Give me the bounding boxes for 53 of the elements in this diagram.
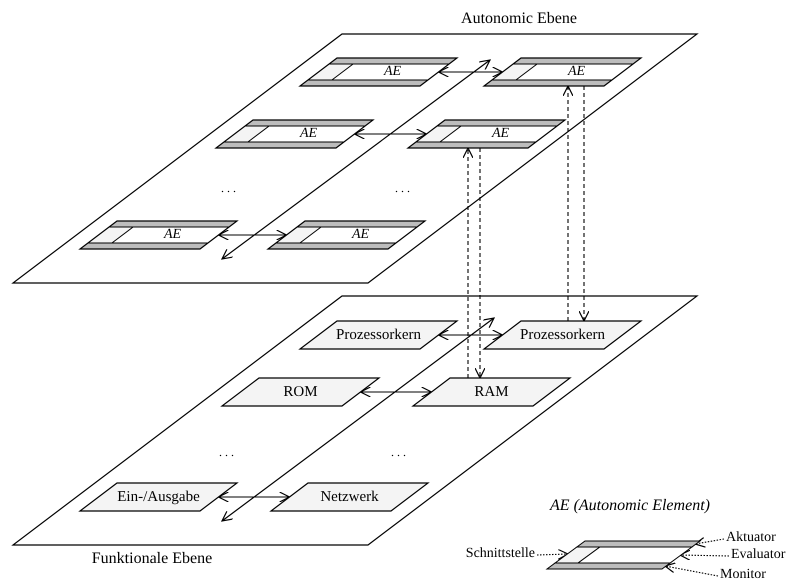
double-arrow [218,491,290,503]
node-label: Prozessorkern [335,327,422,343]
autonomic-element-parallelogram [484,58,641,86]
node-label: AE [298,126,318,142]
autonomic-element-parallelogram [268,221,425,249]
autonomic-element-parallelogram [300,58,457,86]
ellipsis-label: ... [390,444,410,460]
node-label: AE [162,227,182,243]
node-label: Ein-/Ausgabe [116,489,201,505]
autonomic-element-parallelogram [216,120,373,148]
node-label: RAM [473,384,510,400]
double-arrow [354,128,428,140]
dashed-arrow [578,86,590,322]
leader-line [536,548,569,560]
band-region [545,562,672,570]
double-arrow [218,229,288,241]
callout-label: Evaluator [731,547,786,563]
node-label: AE [350,227,370,243]
ellipsis-label: ... [394,180,414,196]
autonomic-element-parallelogram [80,221,237,249]
callout-label: Schnittstelle [466,546,535,562]
node-label: AE [566,64,586,80]
leader-line [664,562,718,577]
plane-title: Autonomic Ebene [460,10,578,28]
plane-parallelogram [13,10,697,283]
component-parallelogram [222,378,379,406]
double-arrow [438,66,504,78]
band-region [575,540,702,548]
plane-title: Funktionale Ebene [90,550,214,568]
leader-line [679,550,730,561]
component-parallelogram [271,483,428,511]
ellipsis-label: ... [218,444,238,460]
autonomic-element-parallelogram [408,120,565,148]
callout-label: Aktuator [726,530,776,546]
node-label: ROM [282,384,319,400]
dashed-arrow [562,85,574,321]
component-parallelogram [413,378,570,406]
callout-label: Monitor [720,567,766,583]
component-parallelogram [300,321,457,349]
dashed-arrow [462,147,474,378]
legend-title: AE (Autonomic Element) [548,498,711,514]
node-label: AE [382,64,402,80]
component-parallelogram [80,483,237,511]
double-arrow [360,386,432,398]
leader-line [694,536,724,548]
panel-region [576,546,694,564]
ellipsis-label: ... [220,180,240,196]
dashed-arrow [474,148,486,379]
node-label: Prozessorkern [519,327,606,343]
node-label: AE [490,126,510,142]
component-parallelogram [484,321,641,349]
double-arrow [438,329,504,341]
node-label: Netzwerk [319,489,380,505]
